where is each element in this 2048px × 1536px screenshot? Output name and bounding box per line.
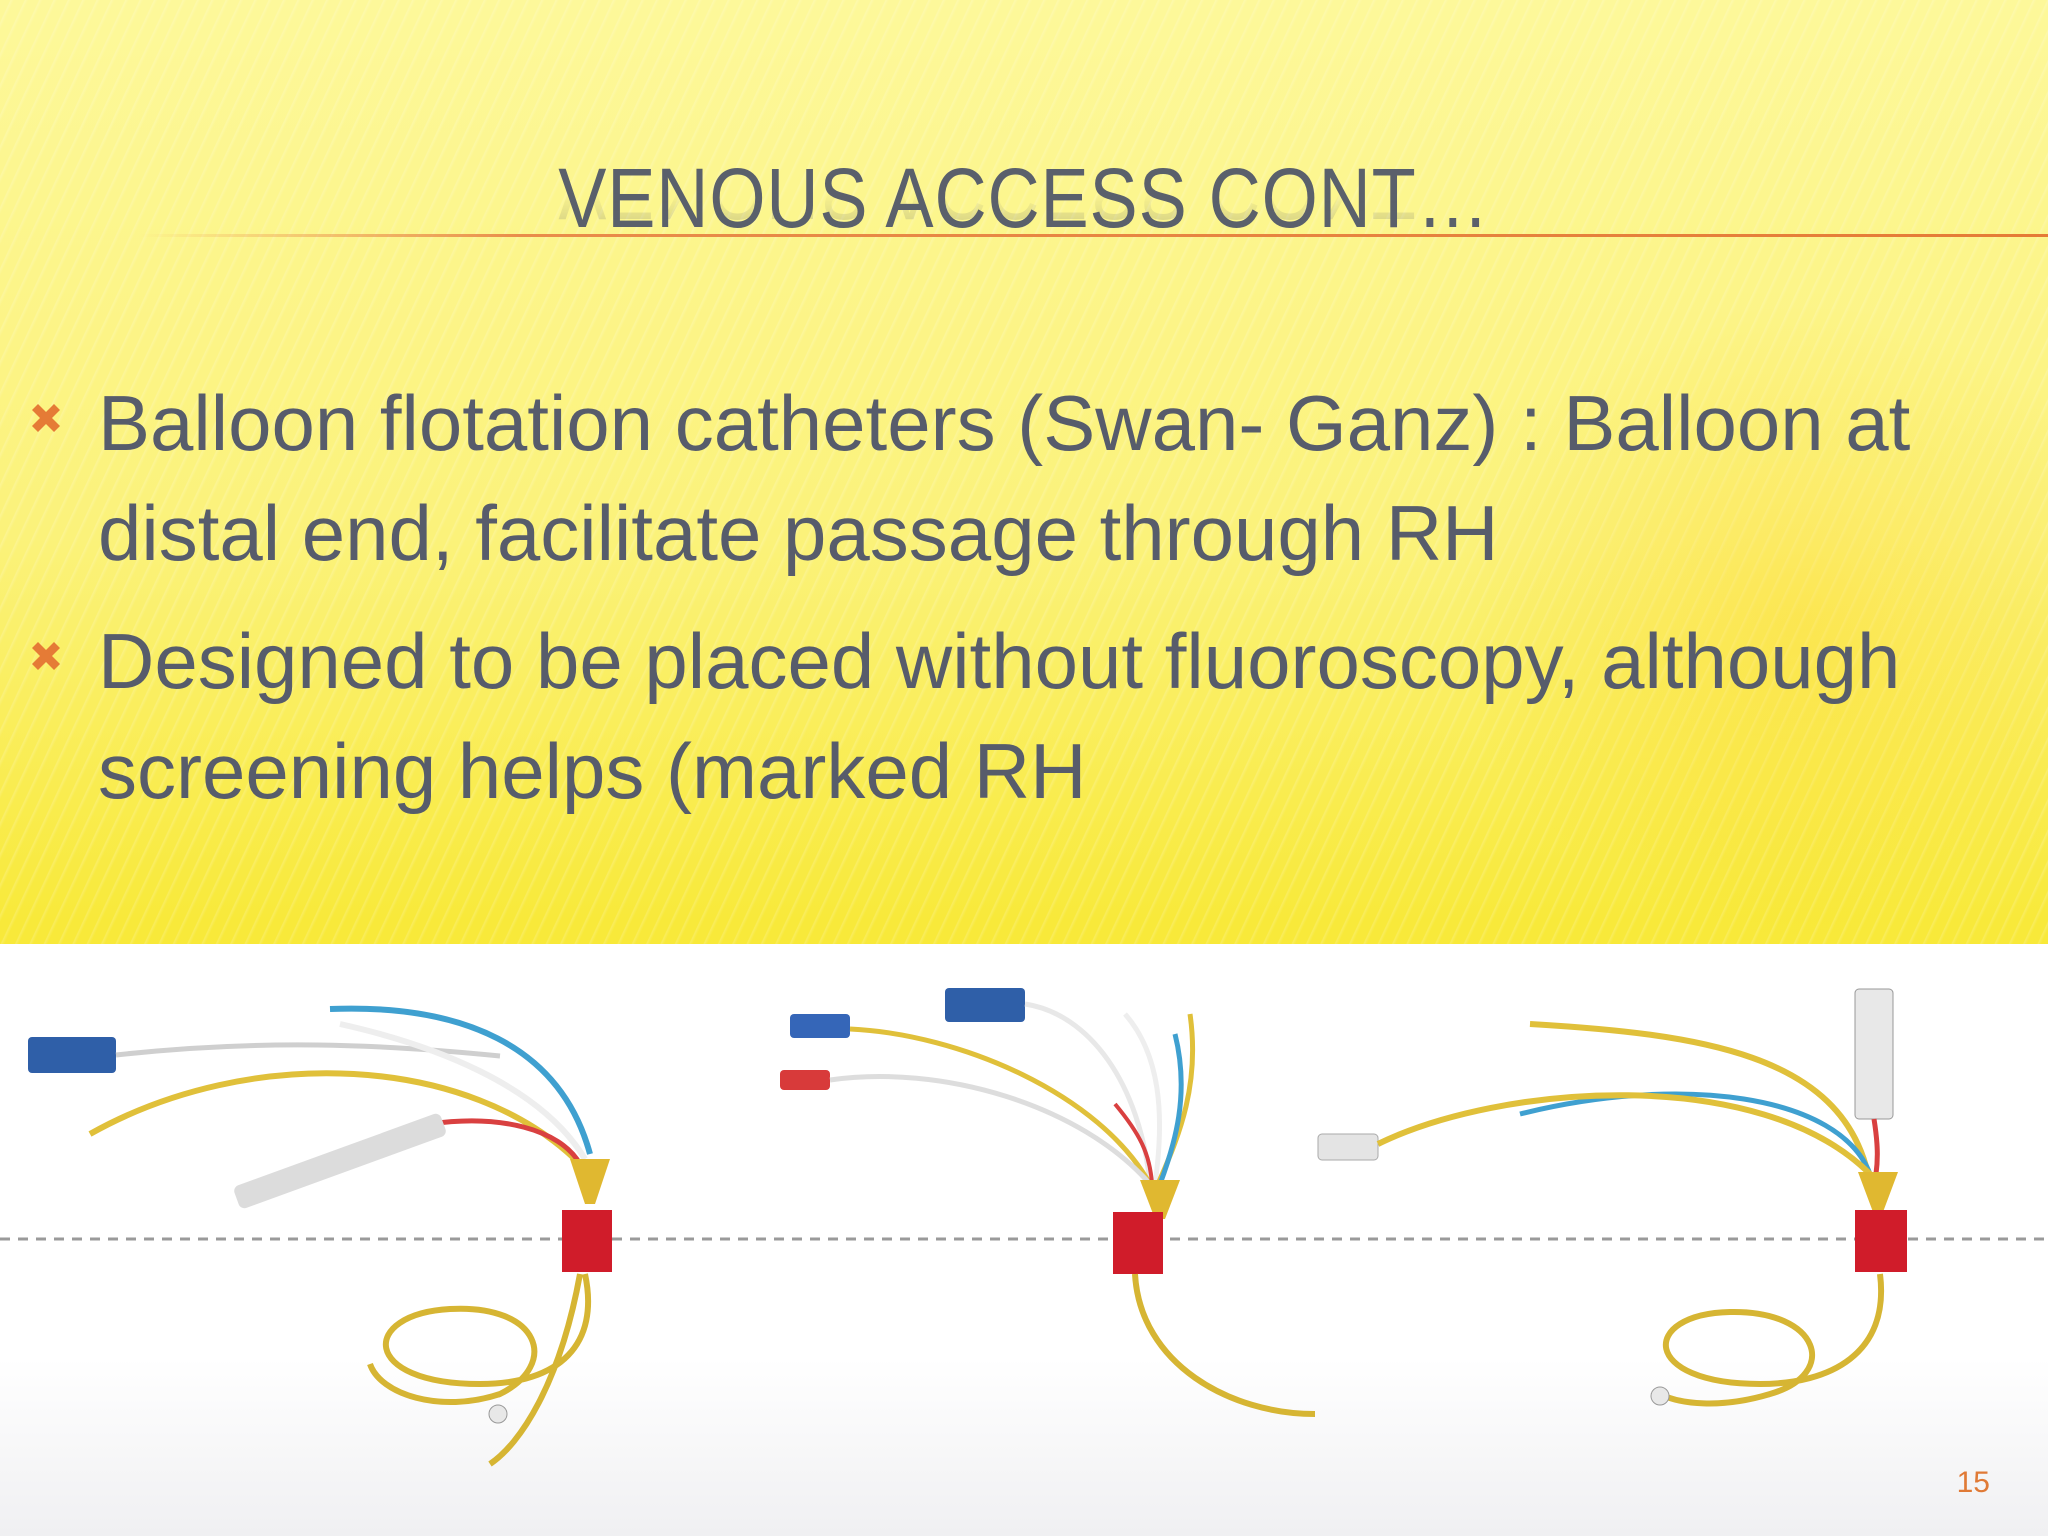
background-glow xyxy=(1450,300,2048,940)
x-mark-icon xyxy=(32,404,60,432)
slide-title-reflection: Venous access cont… xyxy=(143,192,1904,238)
syringe xyxy=(234,1113,446,1209)
bullet-text: Designed to be placed without fluoroscop… xyxy=(98,617,1901,815)
bullet-list: Balloon flotation catheters (Swan- Ganz)… xyxy=(32,368,2018,844)
red-clip xyxy=(562,1210,612,1272)
connector-blue xyxy=(28,1037,116,1073)
connector-blue-small xyxy=(790,1014,850,1038)
red-clip xyxy=(1855,1210,1907,1272)
background-stripes xyxy=(0,0,2048,945)
slide-title: Venous access cont… xyxy=(558,151,1490,245)
bullet-item: Balloon flotation catheters (Swan- Ganz)… xyxy=(32,368,2018,588)
connector-red xyxy=(780,1070,830,1090)
connector-blue xyxy=(945,988,1025,1022)
catheter-photo xyxy=(0,944,2048,1536)
catheter-2 xyxy=(780,988,1316,1417)
x-mark-icon xyxy=(32,642,60,670)
red-clip xyxy=(1113,1212,1163,1274)
catheter-illustration xyxy=(0,988,2048,1467)
bullet-text: Balloon flotation catheters (Swan- Ganz)… xyxy=(98,379,1911,577)
bullet-item: Designed to be placed without fluoroscop… xyxy=(32,606,2018,826)
connector-white xyxy=(1317,1133,1379,1161)
catheter-1 xyxy=(28,1005,612,1467)
page-number: 15 xyxy=(1956,1466,1990,1499)
catheter-3 xyxy=(1317,988,1907,1407)
title-underline xyxy=(140,234,2048,237)
syringe xyxy=(1854,988,1894,1120)
